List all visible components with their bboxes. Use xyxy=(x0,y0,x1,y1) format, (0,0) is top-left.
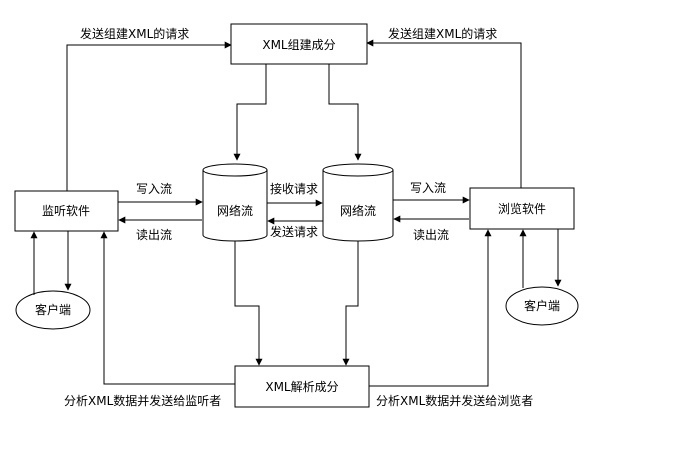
stream-left-cylinder xyxy=(202,163,268,242)
listener-label: 监听软件 xyxy=(42,204,90,218)
client-right-ellipse xyxy=(505,286,579,326)
xml-parser-box xyxy=(234,365,370,408)
receive-request-label: 接收请求 xyxy=(270,181,318,196)
xml-builder-label: XML组建成分 xyxy=(262,38,335,52)
parse-to-browser-label: 分析XML数据并发送给浏览者 xyxy=(376,393,533,408)
request-right-arrow xyxy=(366,39,522,188)
client-left-ellipse xyxy=(15,290,91,330)
builder-to-stream-right-arrow xyxy=(328,64,362,161)
parser-to-browser-arrow xyxy=(369,229,492,387)
stream-left-to-parser-arrow xyxy=(234,241,263,366)
xml-builder-box xyxy=(230,23,368,65)
client-left-label: 客户端 xyxy=(35,302,71,317)
stream-right-label: 网络流 xyxy=(340,203,376,218)
send-request-label: 发送请求 xyxy=(270,224,318,239)
write-right-label: 写入流 xyxy=(410,181,446,195)
parser-to-listener-arrow xyxy=(100,231,235,385)
xml-parser-label: XML解析成分 xyxy=(265,380,338,394)
request-right-label: 发送组建XML的请求 xyxy=(388,26,497,41)
request-left-arrow xyxy=(66,41,232,191)
write-left-label: 写入流 xyxy=(136,182,172,196)
client-right-label: 客户端 xyxy=(524,298,560,313)
read-left-label: 读出流 xyxy=(136,228,172,242)
builder-to-stream-left-arrow xyxy=(233,64,267,161)
stream-right-cylinder xyxy=(322,163,394,242)
request-left-label: 发送组建XML的请求 xyxy=(80,26,189,41)
stream-right-to-parser-arrow xyxy=(342,241,359,366)
browser-box xyxy=(469,187,575,230)
browser-label: 浏览软件 xyxy=(498,201,546,216)
parse-to-listener-label: 分析XML数据并发送给监听者 xyxy=(64,393,221,408)
read-right-label: 读出流 xyxy=(413,228,449,242)
stream-left-label: 网络流 xyxy=(217,203,253,218)
